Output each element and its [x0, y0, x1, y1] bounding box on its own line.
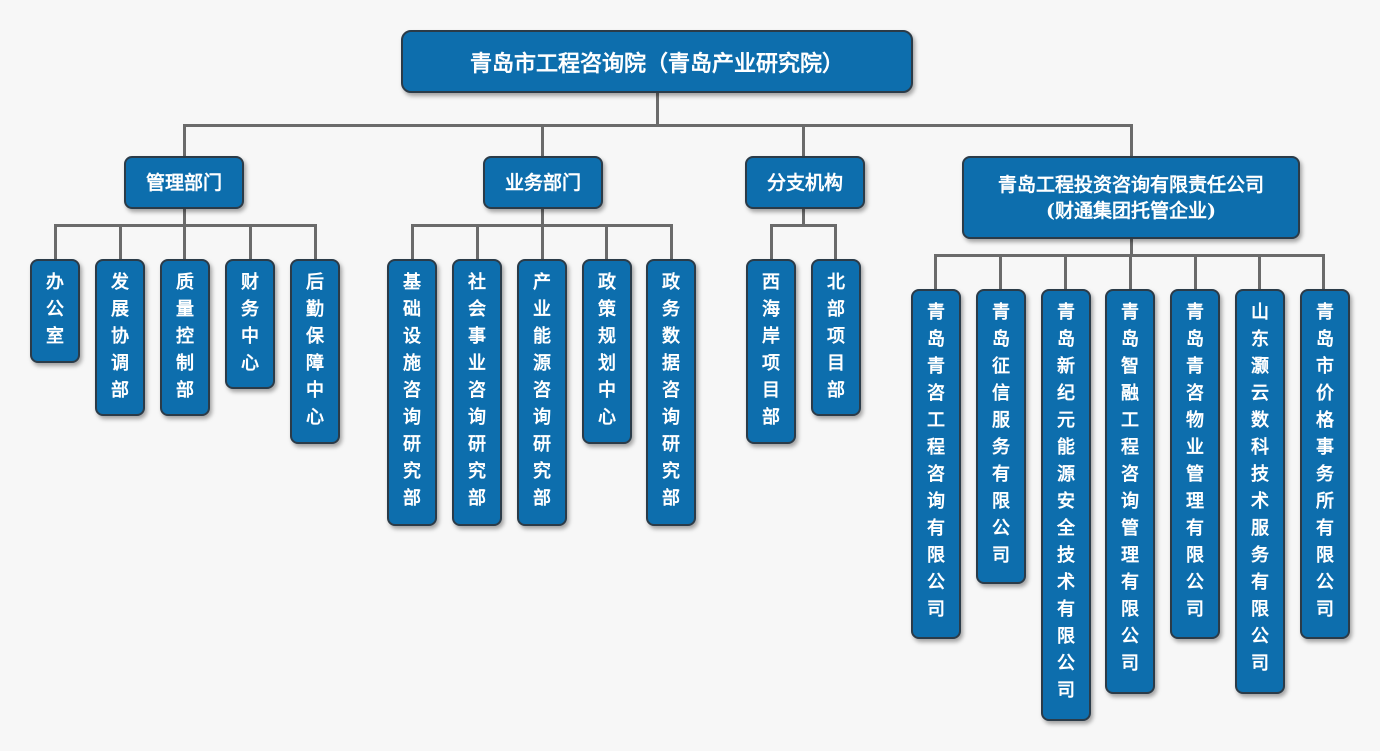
dept-policy-planning-center: 政策规划中心: [582, 259, 632, 444]
company-credit-services: 青岛征信服务有限公司: [976, 289, 1026, 584]
dept-development-coordination: 发展协调部: [95, 259, 145, 416]
company-zhirong-engineering: 青岛智融工程咨询管理有限公司: [1105, 289, 1155, 694]
connector: [1064, 254, 1067, 291]
connector: [1258, 254, 1261, 291]
connector: [1130, 238, 1133, 255]
connector: [656, 92, 659, 125]
connector: [411, 224, 414, 261]
connector: [1322, 254, 1325, 291]
connector: [605, 224, 608, 261]
connector: [183, 124, 1133, 127]
connector: [476, 224, 479, 261]
connector: [834, 224, 837, 261]
company-new-era-energy-safety: 青岛新纪元能源安全技术有限公司: [1041, 289, 1091, 721]
connector: [770, 224, 773, 261]
connector: [1130, 124, 1133, 158]
connector: [999, 254, 1002, 291]
company-price-office: 青岛市价格事务所有限公司: [1300, 289, 1350, 639]
dept-infrastructure-research: 基础设施咨询研究部: [387, 259, 437, 526]
connector: [314, 224, 317, 261]
group-branches: 分支机构: [745, 156, 865, 209]
connector: [249, 224, 252, 261]
dept-quality-control: 质量控制部: [160, 259, 210, 416]
connector: [934, 254, 937, 291]
group-business: 业务部门: [483, 156, 603, 209]
connector: [541, 208, 544, 225]
connector: [770, 224, 837, 227]
company-qingzi-engineering: 青岛青咨工程咨询有限公司: [911, 289, 961, 639]
dept-logistics-center: 后勤保障中心: [290, 259, 340, 444]
connector: [54, 224, 57, 261]
branch-west-coast: 西海岸项目部: [746, 259, 796, 444]
connector: [802, 124, 805, 158]
company-qingzi-property: 青岛青咨物业管理有限公司: [1170, 289, 1220, 639]
connector: [1129, 254, 1132, 291]
company-haoyun-tech: 山东灏云数科技术服务有限公司: [1235, 289, 1285, 694]
connector: [541, 224, 544, 261]
dept-social-affairs-research: 社会事业咨询研究部: [452, 259, 502, 526]
connector: [183, 124, 186, 158]
branch-north: 北部项目部: [811, 259, 861, 416]
connector: [183, 224, 186, 261]
connector: [1194, 254, 1197, 291]
group-management: 管理部门: [124, 156, 244, 209]
dept-government-data-research: 政务数据咨询研究部: [646, 259, 696, 526]
root-node: 青岛市工程咨询院（青岛产业研究院）: [401, 30, 913, 93]
connector: [183, 208, 186, 225]
dept-industry-energy-research: 产业能源咨询研究部: [517, 259, 567, 526]
dept-office: 办公室: [30, 259, 80, 363]
connector: [119, 224, 122, 261]
group-subsidiary-company: 青岛工程投资咨询有限责任公司 (财通集团托管企业): [962, 156, 1300, 239]
connector: [541, 124, 544, 158]
connector: [670, 224, 673, 261]
connector: [802, 208, 805, 225]
dept-finance-center: 财务中心: [225, 259, 275, 389]
